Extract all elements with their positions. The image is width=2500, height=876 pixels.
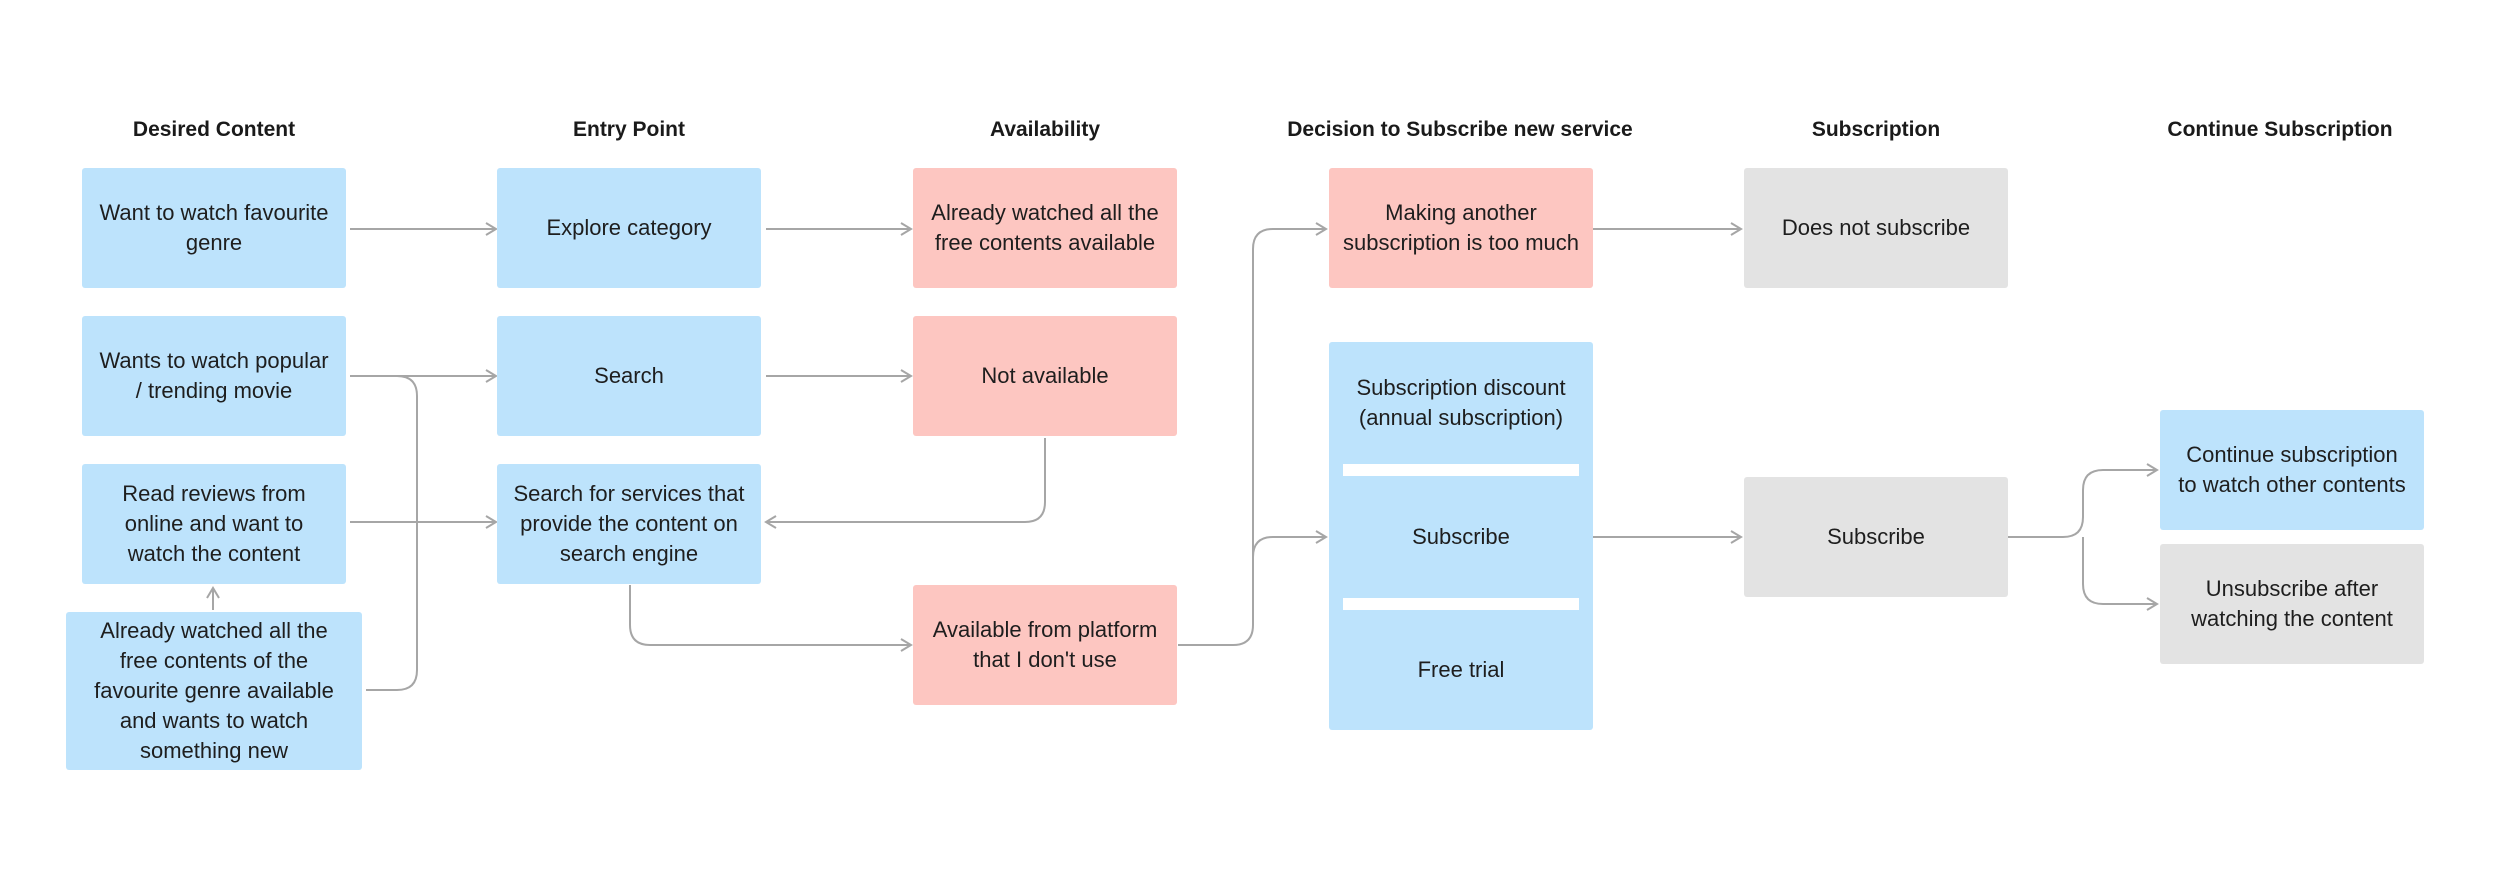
connector-watched-all-to-search-engine	[366, 522, 418, 691]
node-label: Available from platform that I don't use	[932, 617, 1158, 672]
node-continue-subscription[interactable]: Continue subscription to watch other con…	[2160, 410, 2424, 530]
node-watched-free-contents[interactable]: Already watched all the free contents av…	[913, 168, 1177, 288]
node-label: Free trial	[1417, 657, 1505, 682]
connector-subscribe-to-unsubscribe	[2082, 537, 2159, 611]
node-label: Read reviews from online and want to wat…	[122, 481, 306, 566]
column-header-subscription: Subscription	[1811, 118, 1941, 141]
node-free-trial[interactable]: Free trial	[1329, 610, 1593, 730]
node-search[interactable]: Search	[497, 316, 761, 436]
node-unsubscribe[interactable]: Unsubscribe after watching the content	[2160, 544, 2424, 664]
column-header-entry-point: Entry Point	[572, 118, 685, 141]
node-label: Making another subscription is too much	[1343, 200, 1579, 255]
node-subscribe-option[interactable]: Subscribe	[1329, 476, 1593, 598]
node-label: Search	[594, 363, 664, 388]
connector-subscribe-to-continue	[2008, 463, 2159, 538]
node-label: Already watched all the free contents of…	[94, 618, 334, 763]
node-subscribe[interactable]: Subscribe	[1744, 477, 2008, 597]
column-header-availability: Availability	[989, 118, 1101, 141]
decision-option-stack	[1329, 342, 1593, 730]
node-not-available[interactable]: Not available	[913, 316, 1177, 436]
stack-divider	[1343, 464, 1579, 476]
connector-platform-to-too-much	[1178, 222, 1328, 646]
node-watched-all[interactable]: Already watched all the free contents of…	[66, 612, 362, 770]
column-header-decision: Decision to Subscribe new service	[1287, 118, 1633, 141]
node-subscription-discount[interactable]: Subscription discount (annual subscripti…	[1329, 342, 1593, 464]
connector-search-engine-to-platform	[629, 585, 913, 652]
connector-popular-to-search-engine	[350, 375, 418, 522]
connector-not-available-to-search-engine	[764, 438, 1046, 529]
node-too-much-subscription[interactable]: Making another subscription is too much	[1329, 168, 1593, 288]
connector-platform-to-subscribe-option	[1252, 530, 1328, 560]
node-label: Search for services that provide the con…	[513, 481, 745, 566]
stack-divider	[1343, 598, 1579, 610]
node-label: Want to watch favourite genre	[99, 200, 329, 255]
column-header-continue: Continue Subscription	[2167, 118, 2393, 141]
node-explore-category[interactable]: Explore category	[497, 168, 761, 288]
node-label: Subscribe	[1827, 524, 1925, 549]
node-read-reviews[interactable]: Read reviews from online and want to wat…	[82, 464, 346, 584]
node-label: Not available	[981, 363, 1109, 388]
node-label: Unsubscribe after watching the content	[2191, 576, 2393, 631]
node-popular-movie[interactable]: Wants to watch popular / trending movie	[82, 316, 346, 436]
node-label: Does not subscribe	[1781, 215, 1971, 240]
node-label: Subscribe	[1412, 524, 1510, 549]
node-label: Continue subscription to watch other con…	[2178, 442, 2406, 497]
node-favourite-genre[interactable]: Want to watch favourite genre	[82, 168, 346, 288]
column-header-desired-content: Desired Content	[132, 118, 296, 141]
node-label: Wants to watch popular / trending movie	[99, 348, 329, 403]
node-label: Subscription discount (annual subscripti…	[1356, 375, 1566, 430]
node-label: Explore category	[546, 215, 712, 240]
node-does-not-subscribe[interactable]: Does not subscribe	[1744, 168, 2008, 288]
node-search-engine[interactable]: Search for services that provide the con…	[497, 464, 761, 584]
node-label: Already watched all the free contents av…	[931, 200, 1159, 255]
node-other-platform[interactable]: Available from platform that I don't use	[913, 585, 1177, 705]
